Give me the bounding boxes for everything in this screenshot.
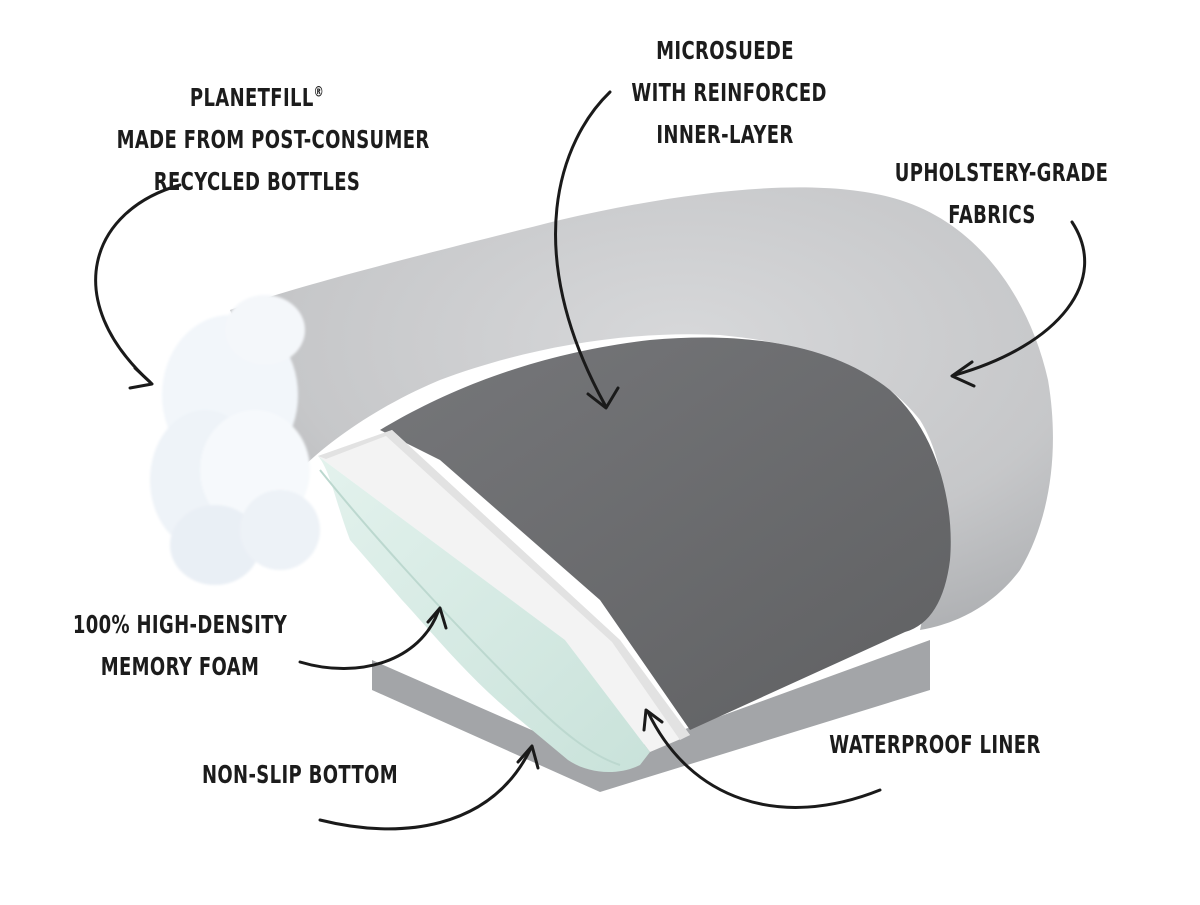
label-memory-foam: 100% HIGH-DENSITY MEMORY FOAM bbox=[72, 604, 288, 688]
label-microsuede-line2: WITH REINFORCED bbox=[631, 78, 827, 107]
label-waterproof-liner: WATERPROOF LINER bbox=[827, 724, 1043, 766]
label-planetfill-line2: MADE FROM POST-CONSUMER bbox=[116, 125, 430, 154]
label-planetfill-line3: RECYCLED BOTTLES bbox=[153, 167, 361, 196]
arrow-waterproof bbox=[646, 710, 882, 809]
non-slip-base bbox=[372, 640, 930, 792]
waterproof-liner-layer bbox=[318, 430, 690, 752]
label-upholstery-line1: UPHOLSTERY-GRADE bbox=[894, 158, 1109, 187]
label-upholstery: UPHOLSTERY-GRADE FABRICS bbox=[894, 152, 1109, 236]
label-foam-line2: MEMORY FOAM bbox=[100, 652, 260, 681]
arrow-nonslip bbox=[318, 748, 532, 831]
microsuede-surface bbox=[380, 337, 951, 730]
label-waterproof-line1: WATERPROOF LINER bbox=[829, 730, 1041, 759]
planetfill-fiber-cluster bbox=[150, 295, 320, 585]
arrow-planetfill bbox=[94, 183, 182, 384]
label-planetfill-line1: PLANETFILL® bbox=[117, 77, 398, 119]
memory-foam-block bbox=[318, 456, 650, 772]
label-non-slip-bottom: NON-SLIP BOTTOM bbox=[192, 754, 408, 796]
bolster bbox=[230, 187, 1053, 630]
arrow-foam bbox=[298, 610, 440, 670]
label-upholstery-line2: FABRICS bbox=[948, 200, 1036, 229]
label-planetfill: PLANETFILL® MADE FROM POST-CONSUMER RECY… bbox=[116, 77, 430, 203]
label-microsuede: MICROSUEDE WITH REINFORCED INNER-LAYER bbox=[631, 30, 827, 156]
label-microsuede-line3: INNER-LAYER bbox=[656, 120, 794, 149]
label-foam-line1: 100% HIGH-DENSITY bbox=[72, 610, 288, 639]
arrow-microsuede bbox=[554, 90, 612, 407]
arrow-upholstery bbox=[953, 220, 1087, 377]
planetfill-title: PLANETFILL bbox=[189, 83, 314, 112]
label-nonslip-line1: NON-SLIP BOTTOM bbox=[201, 760, 399, 789]
registered-mark: ® bbox=[313, 84, 325, 101]
label-microsuede-line1: MICROSUEDE bbox=[656, 36, 794, 65]
